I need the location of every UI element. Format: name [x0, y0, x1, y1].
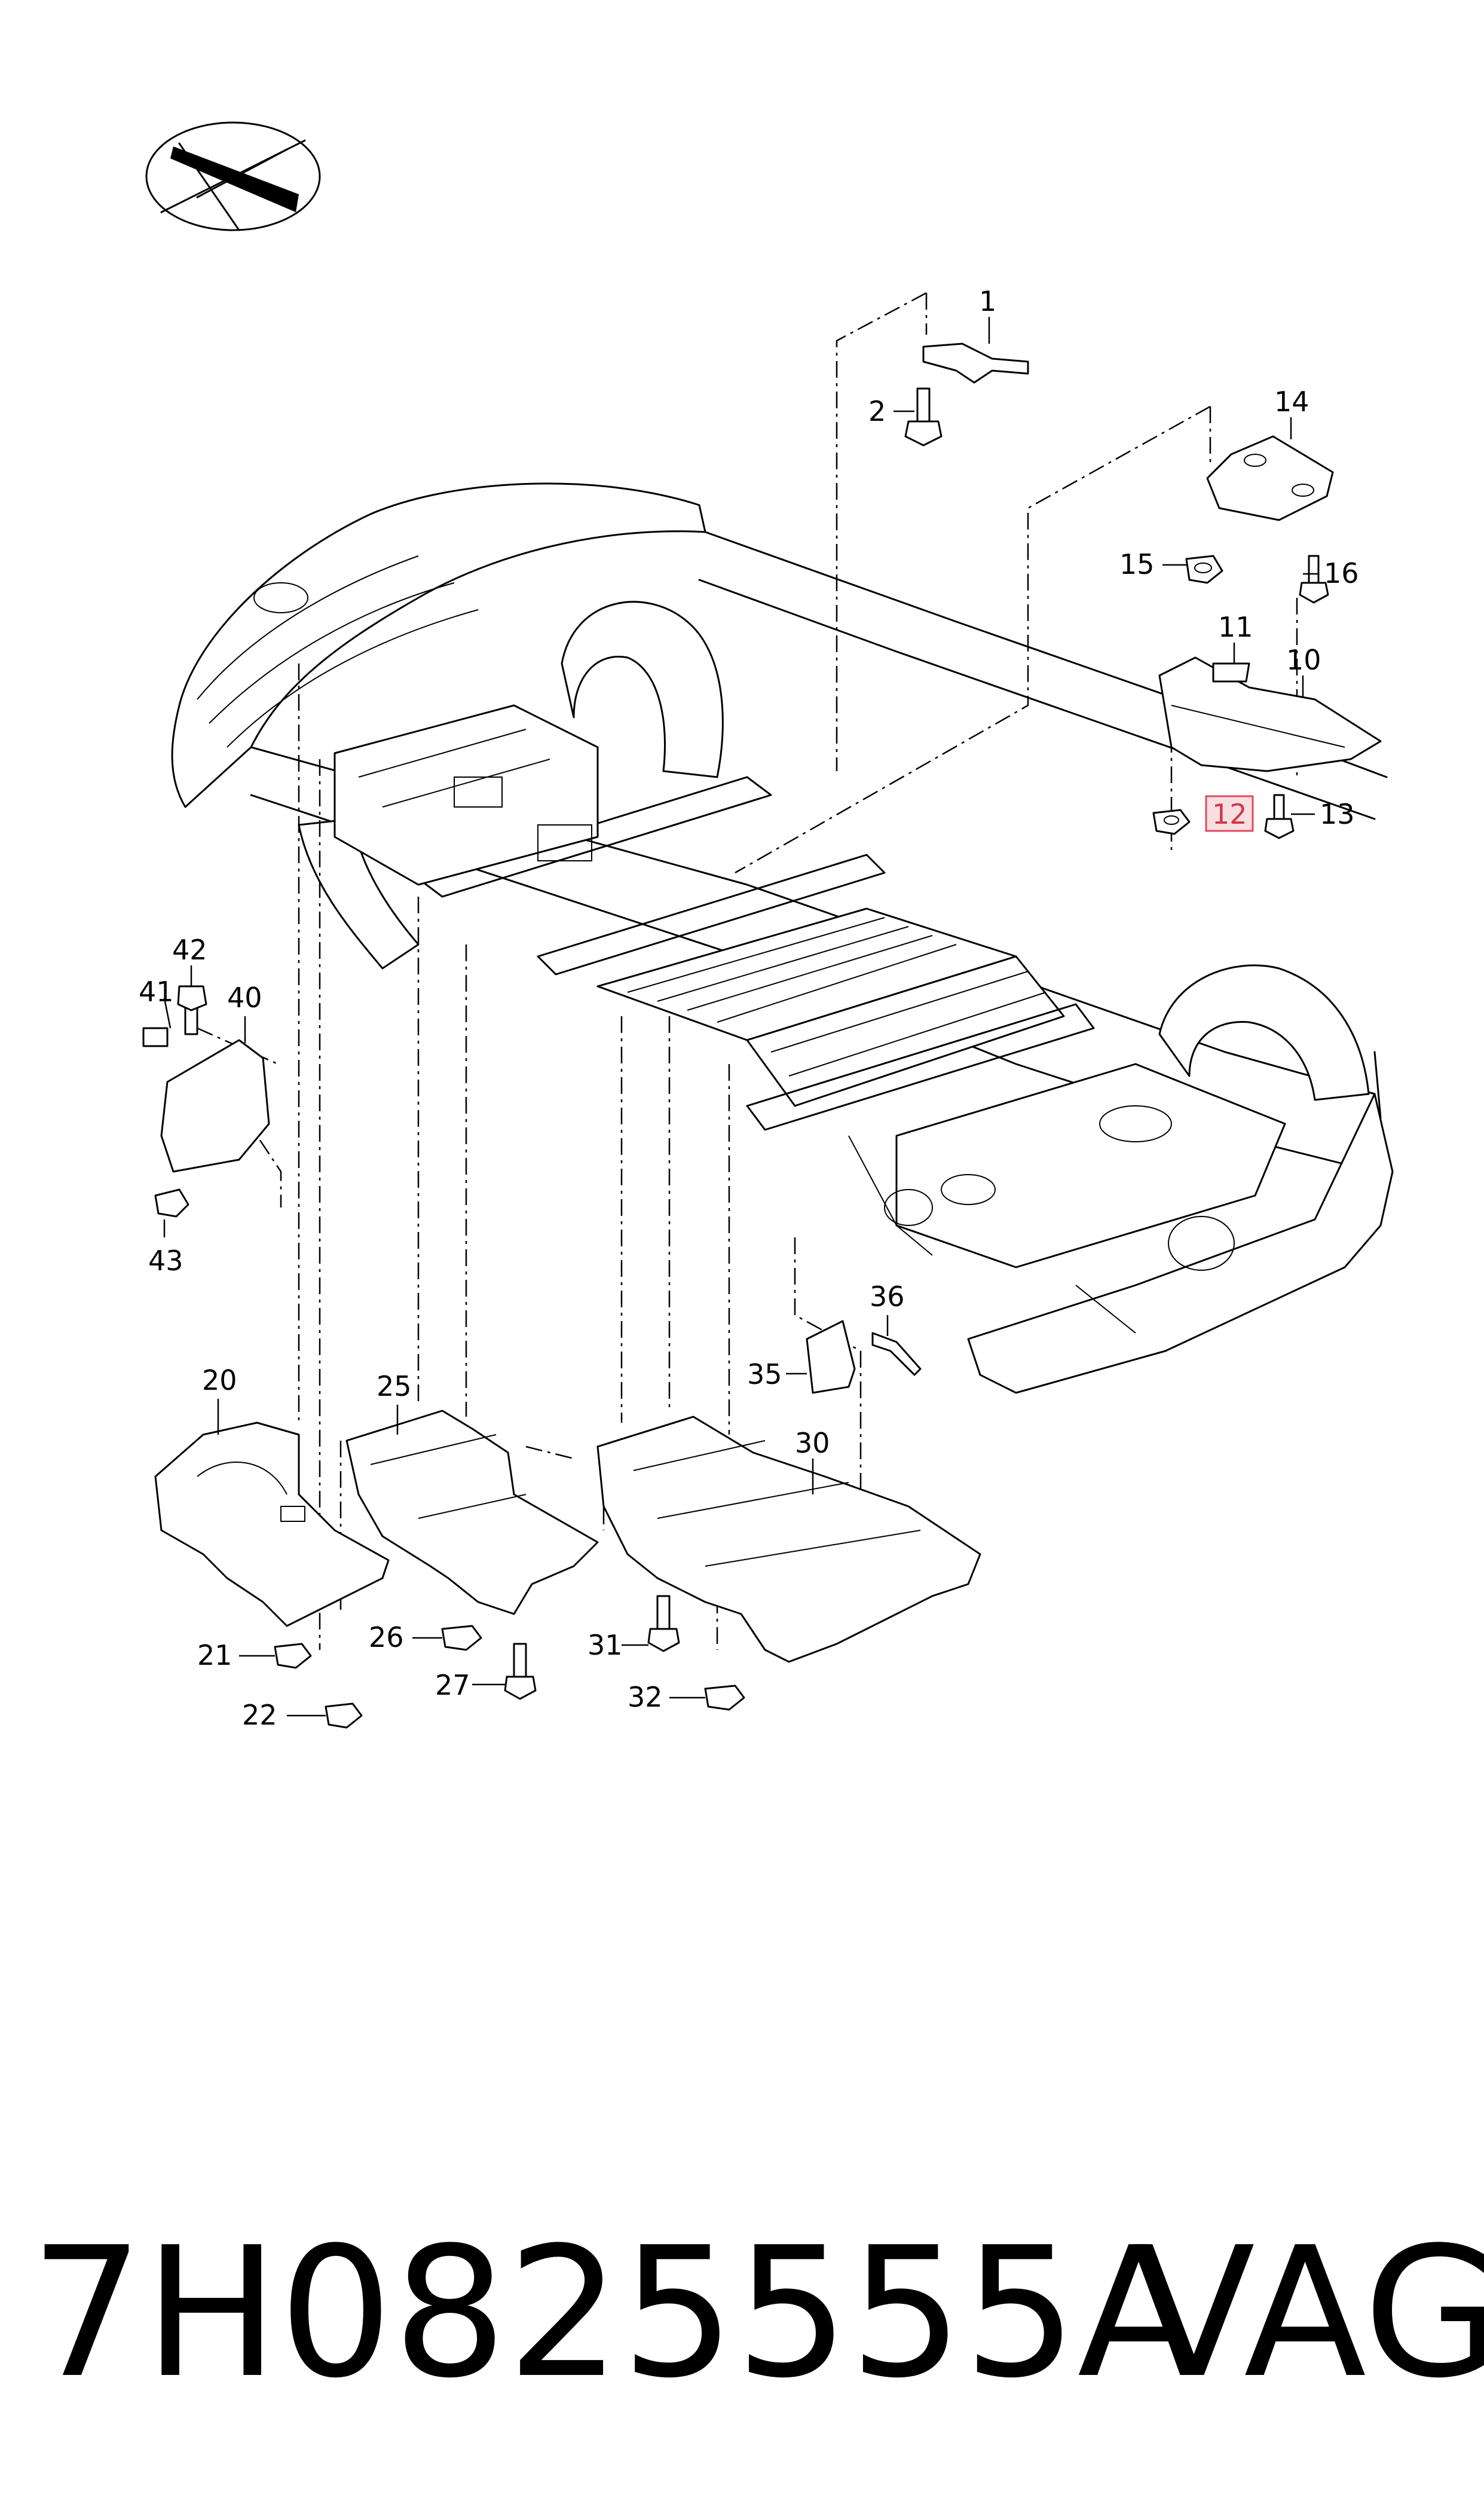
callout-32: 32 [628, 1681, 663, 1713]
callout-14: 14 [1274, 386, 1309, 418]
callout-30: 30 [795, 1427, 830, 1459]
bracket-part-14 [1206, 435, 1334, 521]
callout-27: 27 [435, 1669, 470, 1701]
callout-11: 11 [1218, 611, 1253, 643]
bracket-part-35 [806, 1320, 856, 1394]
callout-10: 10 [1286, 644, 1321, 676]
callout-16: 16 [1324, 557, 1359, 589]
orientation-icon [145, 121, 321, 231]
highlight-box-12 [1205, 795, 1254, 832]
bolt-part-13 [1264, 794, 1295, 839]
underbody-panel-30 [596, 1416, 981, 1663]
callout-22: 22 [242, 1699, 277, 1731]
bolt-part-42 [177, 985, 207, 1035]
bolt-part-27 [504, 1643, 537, 1700]
callout-2: 2 [868, 395, 886, 427]
bracket-part-1 [922, 343, 1029, 384]
rivet-part-36 [871, 1332, 922, 1376]
callout-31: 31 [588, 1629, 623, 1661]
leader-lines [163, 317, 1318, 1717]
nut-part-12 [1152, 809, 1191, 835]
callout-43: 43 [148, 1245, 183, 1277]
callout-25: 25 [377, 1370, 412, 1402]
callout-40: 40 [227, 982, 262, 1014]
callouts: 1 2 10 11 12 13 14 15 16 20 21 22 25 26 … [139, 285, 1359, 1731]
callout-12: 12 [1212, 798, 1247, 830]
assembly-lines [197, 292, 1298, 1650]
nut-part-21 [274, 1643, 312, 1669]
callout-41: 41 [139, 976, 174, 1008]
callout-21: 21 [197, 1639, 232, 1671]
bracket-part-40 [142, 1027, 270, 1173]
callout-15: 15 [1119, 548, 1155, 580]
underbody-panel-25 [345, 1410, 599, 1615]
callout-36: 36 [870, 1280, 905, 1313]
nut-part-22 [325, 1702, 363, 1729]
clip-part-11 [1212, 662, 1250, 683]
callout-20: 20 [202, 1364, 237, 1396]
callout-13: 13 [1320, 798, 1355, 830]
brand-name: VAG [1133, 2209, 1484, 2417]
callout-35: 35 [747, 1358, 782, 1390]
underbody-panel-20 [154, 1421, 390, 1627]
bolt-part-31 [647, 1595, 680, 1652]
nut-part-15 [1185, 555, 1223, 584]
part-number: 7H0825555A [30, 2209, 1200, 2417]
nut-part-26 [441, 1625, 482, 1651]
heat-shield-part-10 [1158, 656, 1382, 772]
bolt-part-2 [904, 387, 943, 447]
vehicle-underbody [171, 482, 1394, 1394]
clip-part-43 [154, 1188, 189, 1218]
callout-1: 1 [979, 285, 996, 317]
callout-42: 42 [172, 934, 207, 966]
callout-26: 26 [369, 1621, 404, 1653]
nut-part-32 [704, 1685, 745, 1711]
bolt-part-16 [1299, 555, 1329, 604]
